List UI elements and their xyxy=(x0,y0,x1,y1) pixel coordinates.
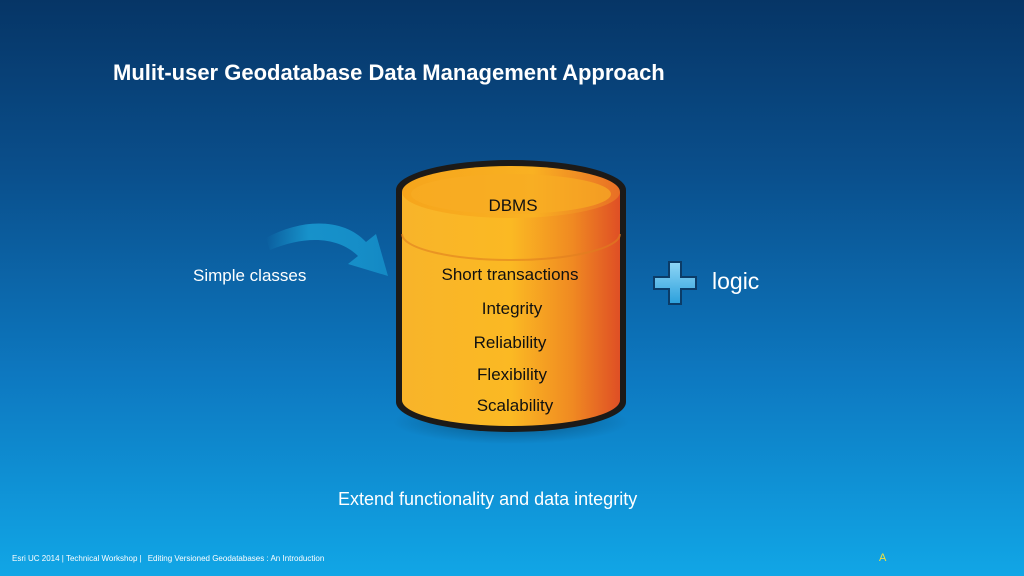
cylinder-item: Flexibility xyxy=(477,365,547,384)
dbms-label: DBMS xyxy=(488,196,538,215)
plus-icon xyxy=(653,261,697,305)
cylinder-item: Scalability xyxy=(476,396,554,415)
cylinder-item: Short transactions xyxy=(441,265,579,284)
footer-session: Editing Versioned Geodatabases : An Intr… xyxy=(147,554,325,563)
footer: Esri UC 2014 | Technical Workshop | Editi… xyxy=(12,554,324,563)
cylinder-item: Reliability xyxy=(473,333,547,352)
footer-mark: A xyxy=(879,552,887,564)
curved-arrow-icon xyxy=(266,223,388,276)
footer-event: Esri UC 2014 | Technical Workshop | xyxy=(12,554,142,563)
simple-classes-label: Simple classes xyxy=(193,266,307,285)
slide-title: Mulit-user Geodatabase Data Management A… xyxy=(113,60,665,85)
cylinder-item: Integrity xyxy=(481,299,543,318)
caption-text: Extend functionality and data integrity xyxy=(338,489,638,509)
logic-label: logic xyxy=(712,268,760,294)
dbms-cylinder xyxy=(393,160,629,444)
